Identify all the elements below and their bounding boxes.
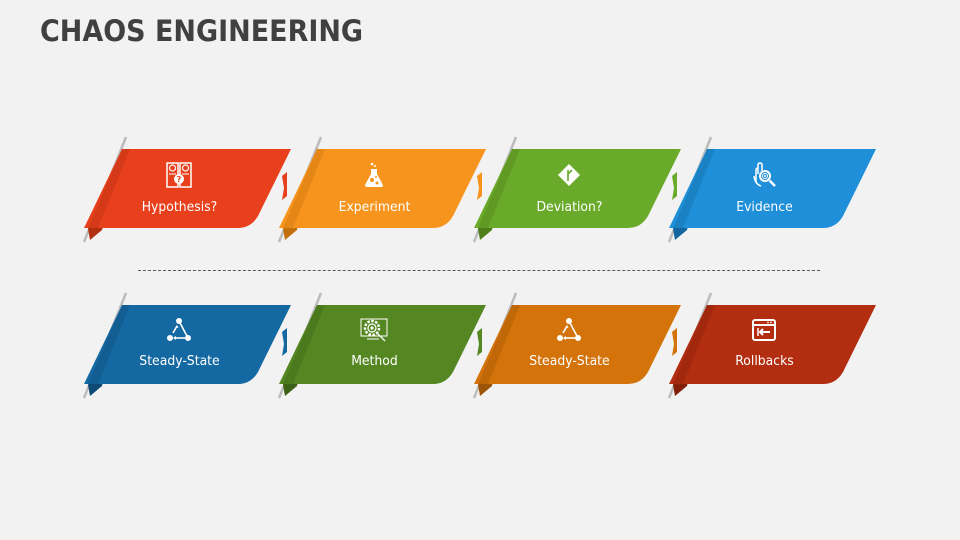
step-card-steady-state-1: Steady-State (78, 290, 298, 400)
step-label: Steady-State (139, 353, 220, 369)
cycle-nodes-icon (554, 315, 584, 345)
flask-icon (359, 160, 389, 190)
hypothesis-icon: ? (164, 160, 194, 190)
card-shape (82, 136, 291, 243)
step-card-deviation: Deviation? (468, 134, 688, 244)
step-label: Rollbacks (735, 353, 794, 369)
card-shape (277, 136, 486, 243)
card-shape (82, 292, 291, 399)
card-shape (667, 136, 876, 243)
card-shape (472, 136, 681, 243)
page-title: CHAOS ENGINEERING (40, 14, 364, 48)
step-label: Evidence (736, 199, 793, 215)
card-shape (277, 292, 486, 399)
gear-monitor-search-icon (359, 315, 389, 345)
cycle-nodes-icon (164, 315, 194, 345)
step-card-hypothesis: ? Hypothesis? (78, 134, 298, 244)
step-card-experiment: Experiment (273, 134, 493, 244)
step-label: Steady-State (529, 353, 610, 369)
step-label: Method (351, 353, 398, 369)
svg-text:?: ? (177, 175, 182, 184)
step-card-method: Method (273, 290, 493, 400)
step-card-evidence: Evidence (663, 134, 883, 244)
process-row-2: Steady-State Method (0, 290, 960, 400)
fingerprint-search-icon (749, 160, 779, 190)
step-label: Experiment (338, 199, 411, 215)
browser-rollback-icon (749, 315, 779, 345)
step-label: Hypothesis? (141, 199, 218, 215)
process-row-1: ? Hypothesis? Experiment (0, 134, 960, 244)
step-card-steady-state-2: Steady-State (468, 290, 688, 400)
card-shape (667, 292, 876, 399)
dashed-divider (138, 270, 820, 271)
direction-sign-icon (554, 160, 584, 190)
step-label: Deviation? (536, 199, 603, 215)
step-card-rollbacks: Rollbacks (663, 290, 883, 400)
card-shape (472, 292, 681, 399)
